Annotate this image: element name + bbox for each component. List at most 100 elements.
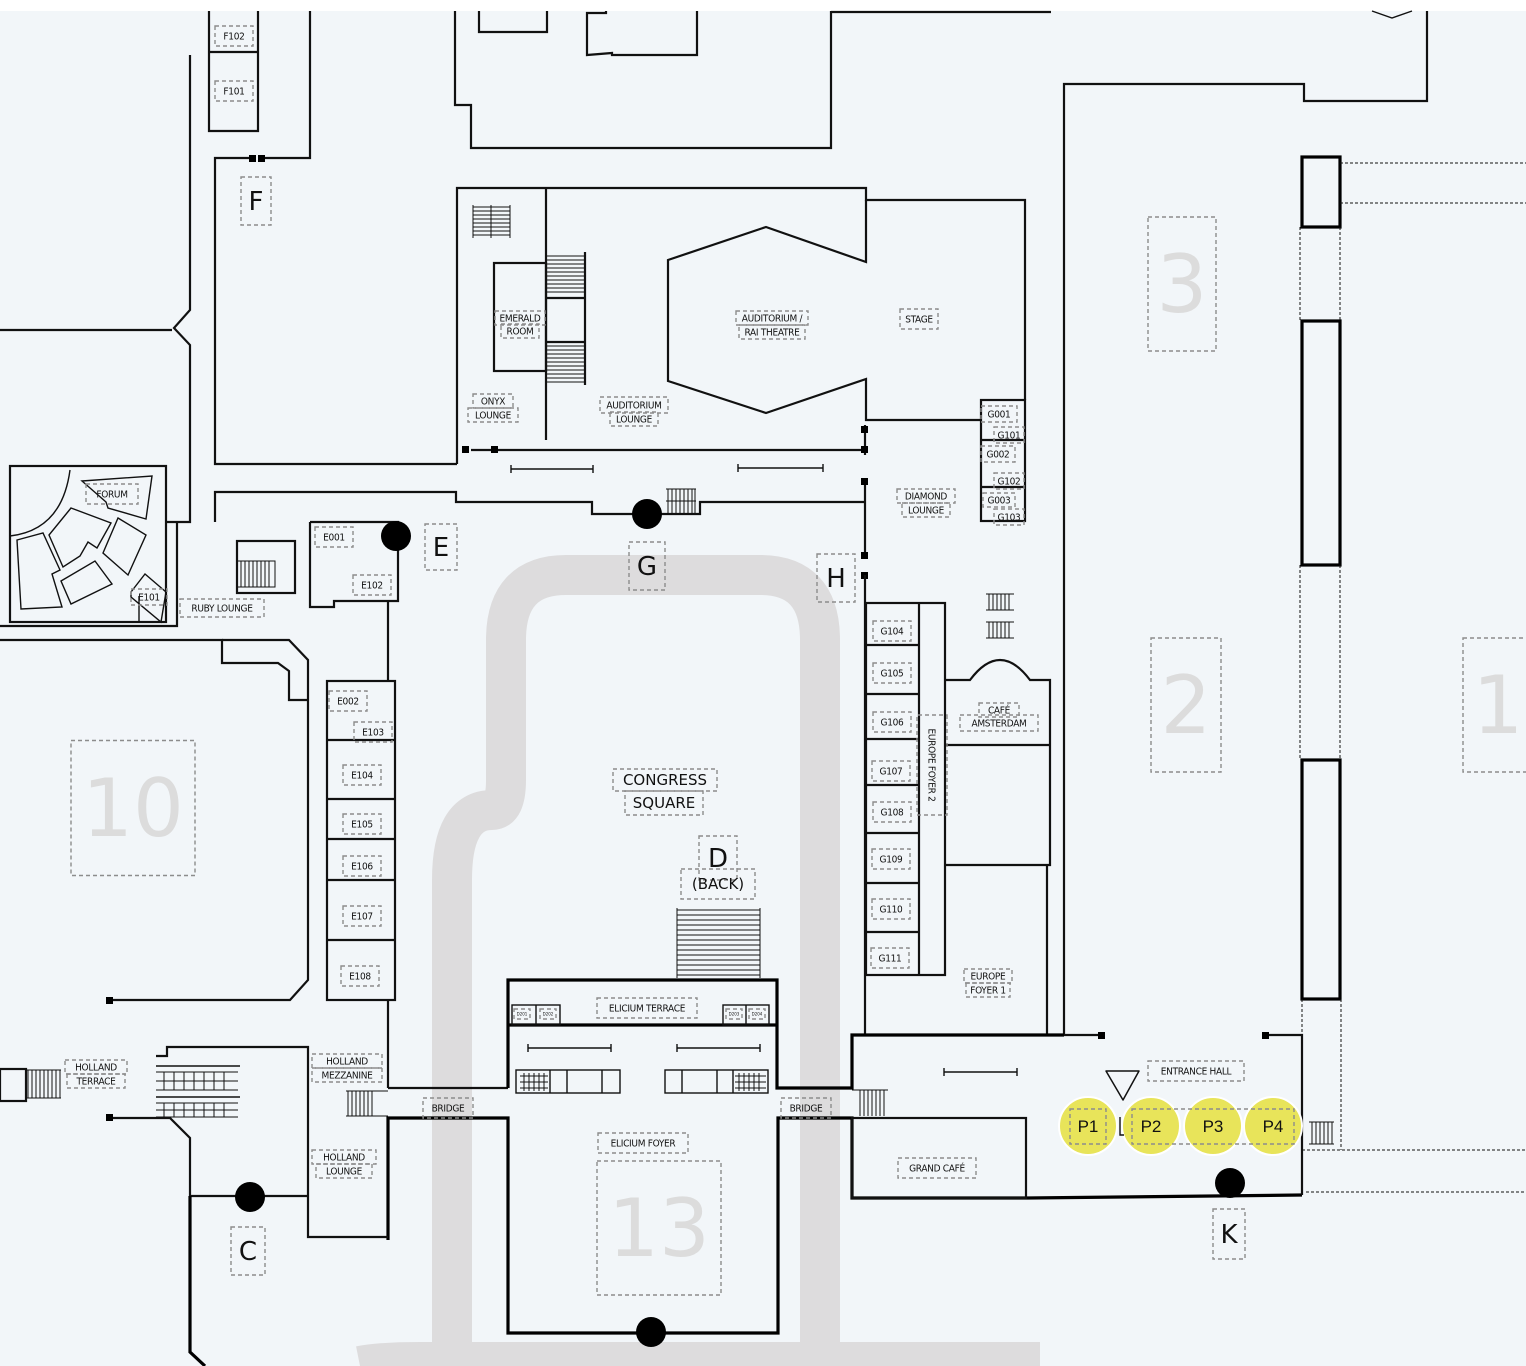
label-border (738, 324, 806, 340)
parking-p3[interactable]: P3 (1183, 1096, 1243, 1156)
stairs-icon (236, 560, 276, 588)
room-f101[interactable]: F101 (214, 80, 254, 102)
room-g109[interactable]: G109 (871, 848, 911, 870)
room-e104[interactable]: E104 (342, 764, 382, 786)
room-g107[interactable]: G107 (871, 760, 911, 782)
label-text: D (708, 844, 728, 874)
room-holland-lounge-line2[interactable]: LOUNGE (315, 1163, 373, 1179)
hall-2-label[interactable]: 2 (1150, 637, 1222, 773)
room-emerald-line2[interactable]: ROOM (500, 323, 540, 339)
label-border (342, 905, 382, 927)
label-text: D203 (729, 1012, 740, 1017)
label-text: AMSTERDAM (971, 719, 1026, 730)
room-g106[interactable]: G106 (872, 711, 912, 733)
room-e002[interactable]: E002 (328, 690, 368, 712)
entrance-d-label[interactable]: D (698, 835, 738, 881)
entrance-h-label[interactable]: H (816, 553, 856, 603)
room-g105[interactable]: G105 (872, 662, 912, 684)
entrance-k-label[interactable]: K (1212, 1208, 1246, 1260)
room-congress-line1[interactable]: CONGRESS (612, 768, 718, 792)
room-e108[interactable]: E108 (340, 965, 380, 987)
room-grand-cafe[interactable]: GRAND CAFÉ (897, 1157, 977, 1179)
room-g103[interactable]: G103 (993, 508, 1025, 526)
label-border (628, 541, 666, 591)
room-cafe-line2[interactable]: AMSTERDAM (959, 714, 1039, 732)
label-text: G111 (879, 954, 902, 965)
room-e103[interactable]: E103 (353, 721, 393, 743)
room-ruby-lounge[interactable]: RUBY LOUNGE (179, 598, 265, 618)
label-border (871, 848, 911, 870)
room-auditorium-line1[interactable]: AUDITORIUM / (735, 310, 809, 326)
room-g111[interactable]: G111 (870, 947, 910, 969)
room-europe-foyer-1-line2[interactable]: FOYER 1 (965, 982, 1011, 998)
room-g104[interactable]: G104 (872, 620, 912, 642)
room-congress-line2[interactable]: SQUARE (624, 790, 704, 816)
label-border (993, 426, 1025, 444)
room-onyx-line2[interactable]: LOUNGE (467, 407, 519, 423)
room-bridge-east[interactable]: BRIDGE (780, 1097, 832, 1119)
hall-1-label[interactable]: 1 (1462, 637, 1526, 773)
room-e102[interactable]: E102 (352, 574, 392, 596)
room-auditorium-line2[interactable]: RAI THEATRE (738, 324, 806, 340)
entrance-e-label[interactable]: E (424, 523, 458, 571)
room-cafe-line1[interactable]: CAFÉ (978, 702, 1020, 718)
entrance-g-label[interactable]: G (628, 541, 666, 591)
room-e001[interactable]: E001 (314, 526, 354, 548)
stairs-icon (546, 255, 585, 293)
room-europe-foyer-2[interactable]: EUROPE FOYER 2 (916, 714, 948, 816)
room-g108[interactable]: G108 (872, 801, 912, 823)
room-forum[interactable]: FORUM (85, 483, 139, 505)
label-border (872, 620, 912, 642)
room-g002[interactable]: G002 (980, 445, 1016, 463)
label-border (872, 801, 912, 823)
room-bridge-west[interactable]: BRIDGE (422, 1097, 474, 1119)
label-border (870, 947, 910, 969)
room-stage[interactable]: STAGE (899, 308, 939, 330)
parking-p2[interactable]: P2 (1121, 1096, 1181, 1156)
room-e101[interactable]: E101 (130, 588, 168, 606)
label-text: 3 (1157, 238, 1208, 331)
room-aud-lounge-line2[interactable]: LOUNGE (609, 411, 659, 427)
hall-10-label[interactable]: 10 (70, 739, 196, 877)
room-terrace-w2[interactable]: D202 (539, 1008, 557, 1020)
room-terrace-e2[interactable]: D204 (748, 1008, 766, 1020)
parking-p1[interactable]: P1 (1058, 1096, 1118, 1156)
room-elicium-terrace[interactable]: ELICIUM TERRACE (596, 997, 698, 1019)
room-e105[interactable]: E105 (342, 813, 382, 835)
label-text: K (1220, 1220, 1238, 1250)
room-aud-lounge-line1[interactable]: AUDITORIUM (599, 396, 669, 414)
entrance-f-label[interactable]: F (240, 176, 272, 226)
room-holland-terrace-line2[interactable]: TERRACE (66, 1073, 126, 1089)
parking-p4[interactable]: P4 (1243, 1096, 1303, 1156)
room-terrace-w1[interactable]: D201 (513, 1008, 531, 1020)
room-europe-foyer-1-line1[interactable]: EUROPE (963, 968, 1013, 984)
label-text: G001 (988, 410, 1011, 421)
room-g101[interactable]: G101 (993, 426, 1025, 444)
room-elicium-foyer[interactable]: ELICIUM FOYER (597, 1132, 689, 1154)
room-e107[interactable]: E107 (342, 905, 382, 927)
label-border (980, 445, 1016, 463)
label-text: EUROPE (971, 972, 1007, 983)
room-g102[interactable]: G102 (993, 472, 1025, 490)
label-border (214, 80, 254, 102)
label-border (597, 1132, 689, 1154)
room-e106[interactable]: E106 (342, 855, 382, 877)
room-terrace-e1[interactable]: D203 (725, 1008, 743, 1020)
forum-seating (9, 469, 167, 624)
label-border (342, 855, 382, 877)
room-f102[interactable]: F102 (214, 25, 254, 47)
room-holland-mezz-line2[interactable]: MEZZANINE (311, 1067, 383, 1083)
room-diamond-line2[interactable]: LOUNGE (901, 502, 951, 518)
room-diamond-line1[interactable]: DIAMOND (896, 488, 956, 504)
room-entrance-hall[interactable]: ENTRANCE HALL (1147, 1060, 1245, 1082)
room-g110[interactable]: G110 (871, 898, 911, 920)
label-text: D202 (543, 1012, 554, 1017)
room-emerald-line1[interactable]: EMERALD (494, 310, 546, 326)
entrance-c-label[interactable]: C (230, 1226, 266, 1276)
hall-13-label[interactable]: 13 (596, 1160, 722, 1296)
room-g001[interactable]: G001 (980, 405, 1018, 423)
room-holland-lounge-line1[interactable]: HOLLAND (311, 1149, 377, 1165)
hall-3-label[interactable]: 3 (1147, 216, 1217, 352)
room-g003[interactable]: G003 (982, 492, 1016, 508)
